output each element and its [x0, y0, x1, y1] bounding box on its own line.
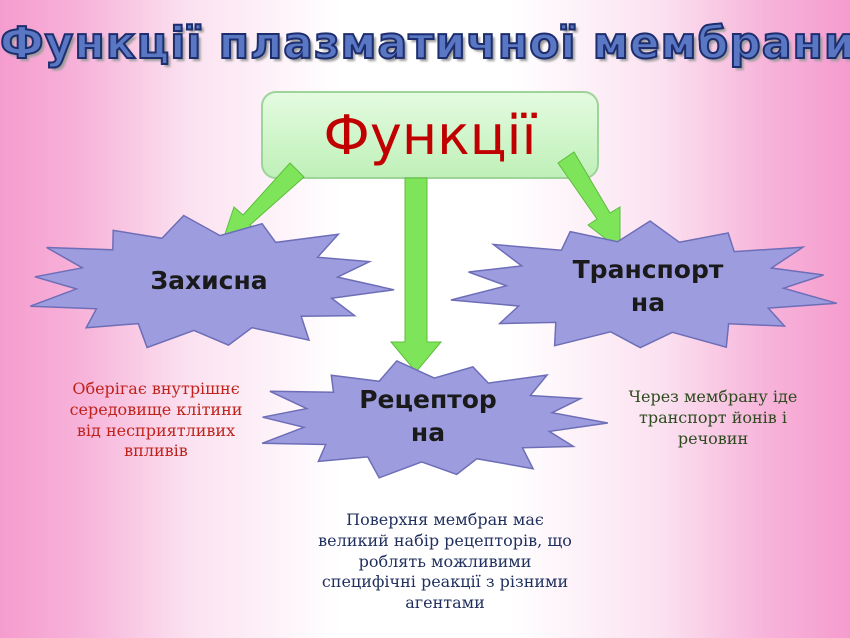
center-box-label: Функції	[323, 103, 537, 167]
description-receptor: Поверхня мембран має великий набір рецеп…	[290, 510, 600, 614]
description-line: від несприятливих	[76, 420, 236, 440]
function-label-zakhysna: Захисна	[124, 265, 294, 298]
description-line: великий набір рецепторів, що	[318, 530, 572, 550]
description-line: Через мембрану іде	[628, 387, 798, 406]
label-line: Транспорт	[572, 255, 724, 284]
description-line: Оберігає внутрішнє	[72, 379, 240, 398]
label-line: на	[410, 417, 446, 447]
label-line: Рецептор	[359, 385, 497, 414]
description-zakhysna: Оберігає внутрішнє середовище клітини ві…	[38, 379, 274, 462]
arrow-to-transport	[557, 151, 621, 252]
burst-transport	[450, 220, 838, 349]
description-line: середовище клітини	[69, 399, 243, 419]
description-line: роблять можливими	[358, 551, 532, 571]
description-line: Поверхня мембран має	[346, 510, 544, 529]
burst-receptor	[261, 359, 608, 479]
description-transport: Через мембрану іде транспорт йонів і реч…	[598, 387, 828, 449]
center-box	[261, 91, 599, 179]
function-label-receptor: Рецептор на	[338, 384, 518, 449]
description-line: агентами	[405, 593, 485, 613]
page-title: Функції плазматичної мембрани	[0, 17, 850, 70]
label-line: на	[630, 287, 666, 317]
burst-zakhysna	[30, 214, 395, 349]
description-line: впливів	[124, 441, 188, 461]
function-label-transport: Транспорт на	[548, 254, 748, 319]
description-line: речовин	[677, 428, 749, 448]
arrow-to-receptor	[389, 177, 443, 373]
label-line: Захисна	[150, 266, 268, 295]
description-line: транспорт йонів і	[638, 407, 788, 427]
description-line: специфічні реакції з різними	[321, 572, 569, 592]
